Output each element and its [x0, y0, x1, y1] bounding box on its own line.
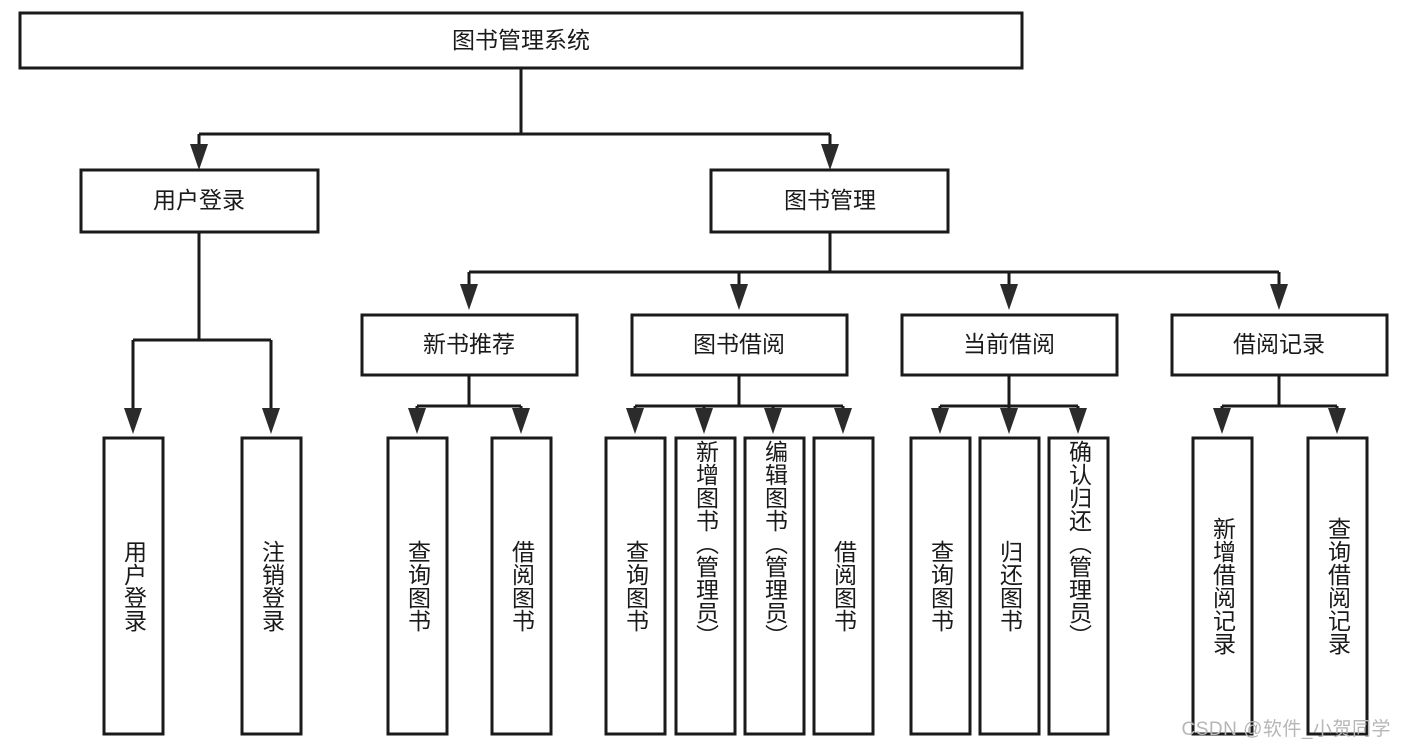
- node-book-borrow-box[interactable]: [630, 313, 849, 377]
- node-leaf-query-book-3-label: 查询图书: [927, 540, 954, 632]
- arrow-to-current-borrow: [1000, 284, 1018, 310]
- node-leaf-query-record[interactable]: 查询借阅记录: [1306, 436, 1369, 736]
- node-book-borrow[interactable]: 图书借阅: [630, 313, 849, 377]
- arrow-to-leaf-query-record: [1328, 408, 1346, 434]
- node-leaf-user-login[interactable]: 用户登录: [102, 436, 165, 736]
- node-user-login-label: 用户登录: [153, 187, 245, 213]
- node-leaf-add-record-label: 新增借阅记录: [1209, 517, 1236, 655]
- arrow-to-book-borrow: [730, 284, 748, 310]
- connector-layer: [124, 68, 1346, 434]
- node-book-borrow-label: 图书借阅: [693, 331, 785, 357]
- arrow-to-leaf-add-book: [695, 408, 713, 434]
- node-leaf-borrow-book-1-label: 借阅图书: [508, 540, 535, 632]
- arrow-to-leaf-query-book-1: [408, 408, 426, 434]
- node-leaf-edit-book[interactable]: 编辑图书（管理员）: [743, 436, 806, 736]
- node-leaf-return-book-box[interactable]: [978, 436, 1041, 736]
- arrow-to-leaf-confirm-return: [1069, 408, 1087, 434]
- node-user-login[interactable]: 用户登录: [79, 168, 320, 234]
- node-new-book-recommend-label: 新书推荐: [423, 331, 515, 357]
- node-leaf-query-record-box[interactable]: [1306, 436, 1369, 736]
- node-leaf-borrow-book-1-box[interactable]: [490, 436, 553, 736]
- node-leaf-user-login-label: 用户登录: [120, 540, 147, 632]
- arrow-to-leaf-query-book-3: [931, 408, 949, 434]
- node-current-borrow[interactable]: 当前借阅: [900, 313, 1119, 377]
- node-leaf-add-record-box[interactable]: [1191, 436, 1254, 736]
- node-borrow-record-label: 借阅记录: [1233, 331, 1325, 357]
- node-leaf-user-logout-label: 注销登录: [258, 540, 285, 632]
- node-leaf-query-book-2-label: 查询图书: [622, 540, 649, 632]
- arrow-to-leaf-borrow-book-2: [834, 408, 852, 434]
- node-root-label: 图书管理系统: [452, 27, 590, 53]
- node-root[interactable]: 图书管理系统: [18, 11, 1024, 70]
- arrow-to-leaf-query-book-2: [626, 408, 644, 434]
- node-leaf-query-book-3-box[interactable]: [909, 436, 972, 736]
- node-leaf-query-record-label: 查询借阅记录: [1324, 517, 1351, 655]
- arrow-to-borrow-record: [1270, 284, 1288, 310]
- arrow-to-user-login: [190, 144, 208, 170]
- node-user-login-box[interactable]: [79, 168, 320, 234]
- node-leaf-borrow-book-2[interactable]: 借阅图书: [812, 436, 875, 736]
- arrow-to-new-book-recommend: [460, 284, 478, 310]
- node-book-manage-label: 图书管理: [784, 187, 876, 213]
- node-current-borrow-label: 当前借阅: [963, 331, 1055, 357]
- node-leaf-confirm-return[interactable]: 确认归还（管理员）: [1047, 436, 1110, 736]
- node-leaf-borrow-book-2-label: 借阅图书: [830, 540, 857, 632]
- node-leaf-query-book-3[interactable]: 查询图书: [909, 436, 972, 736]
- node-leaf-edit-book-label: 编辑图书（管理员）: [761, 440, 788, 647]
- arrow-to-leaf-add-record: [1213, 408, 1231, 434]
- node-leaf-query-book-2-box[interactable]: [604, 436, 667, 736]
- arrow-to-leaf-return-book: [1000, 408, 1018, 434]
- node-leaf-return-book[interactable]: 归还图书: [978, 436, 1041, 736]
- arrow-to-leaf-edit-book: [764, 408, 782, 434]
- node-leaf-query-book-1-label: 查询图书: [404, 540, 431, 632]
- node-leaf-add-book-box[interactable]: [674, 436, 737, 736]
- node-new-book-recommend-box[interactable]: [360, 313, 579, 377]
- node-new-book-recommend[interactable]: 新书推荐: [360, 313, 579, 377]
- node-leaf-add-record[interactable]: 新增借阅记录: [1191, 436, 1254, 736]
- node-borrow-record-box[interactable]: [1170, 313, 1389, 377]
- node-leaf-edit-book-box[interactable]: [743, 436, 806, 736]
- node-borrow-record[interactable]: 借阅记录: [1170, 313, 1389, 377]
- arrow-to-leaf-borrow-book-1: [512, 408, 530, 434]
- node-leaf-user-logout-box[interactable]: [240, 436, 303, 736]
- node-leaf-user-logout[interactable]: 注销登录: [240, 436, 303, 736]
- node-book-manage[interactable]: 图书管理: [709, 168, 950, 234]
- node-leaf-borrow-book-1[interactable]: 借阅图书: [490, 436, 553, 736]
- node-leaf-add-book-label: 新增图书（管理员）: [692, 440, 719, 647]
- arrow-to-leaf-user-logout: [262, 408, 280, 434]
- node-current-borrow-box[interactable]: [900, 313, 1119, 377]
- node-leaf-query-book-1-box[interactable]: [386, 436, 449, 736]
- arrow-to-leaf-user-login: [124, 408, 142, 434]
- node-leaf-return-book-label: 归还图书: [996, 540, 1023, 632]
- node-leaf-confirm-return-label: 确认归还（管理员）: [1065, 440, 1092, 647]
- node-root-box[interactable]: [18, 11, 1024, 70]
- node-leaf-borrow-book-2-box[interactable]: [812, 436, 875, 736]
- arrow-to-book-manage: [821, 144, 839, 170]
- node-book-manage-box[interactable]: [709, 168, 950, 234]
- node-leaf-confirm-return-box[interactable]: [1047, 436, 1110, 736]
- node-leaf-query-book-1[interactable]: 查询图书: [386, 436, 449, 736]
- node-leaf-user-login-box[interactable]: [102, 436, 165, 736]
- node-leaf-query-book-2[interactable]: 查询图书: [604, 436, 667, 736]
- node-leaf-add-book[interactable]: 新增图书（管理员）: [674, 436, 737, 736]
